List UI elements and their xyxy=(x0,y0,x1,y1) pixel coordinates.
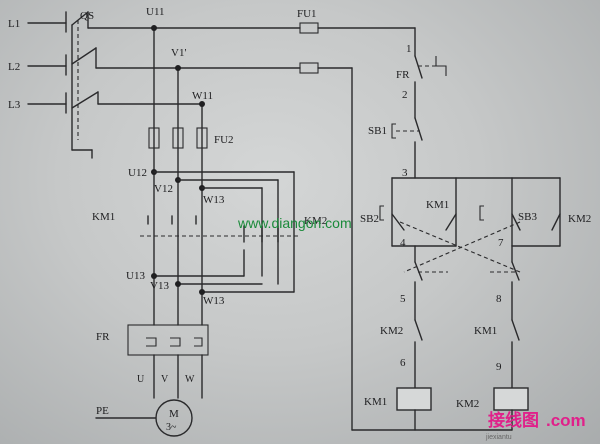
node-1: 1 xyxy=(406,43,412,55)
watermark-site: www.diangon.com xyxy=(237,215,352,231)
label-v13: V13 xyxy=(150,280,169,292)
label-motor-m: M xyxy=(169,408,179,420)
watermark-logo-com: .com xyxy=(546,411,586,430)
watermarks: www.diangon.com 接线图 .com jiexiantu xyxy=(237,215,586,441)
label-km1-main: KM1 xyxy=(92,211,115,223)
label-fu1: FU1 xyxy=(297,8,317,20)
node-3: 3 xyxy=(402,167,408,179)
label-km2-interlock: KM2 xyxy=(380,325,403,337)
label-sb1: SB1 xyxy=(368,125,387,137)
labels: L1 L2 L3 QS U11 V1' W11 FU1 FU2 U12 V12 … xyxy=(8,6,591,433)
label-u: U xyxy=(137,374,145,385)
power-circuit xyxy=(27,11,416,437)
label-sb2: SB2 xyxy=(360,213,379,225)
label-w: W xyxy=(185,374,195,385)
label-w13-top: W13 xyxy=(203,194,225,206)
control-circuit xyxy=(351,27,561,431)
label-km1-coil: KM1 xyxy=(364,396,387,408)
label-l2: L2 xyxy=(8,61,20,73)
node-6: 6 xyxy=(400,357,406,369)
label-sb3: SB3 xyxy=(518,211,537,223)
watermark-logo-sub: jiexiantu xyxy=(485,434,512,441)
node-5: 5 xyxy=(400,293,406,305)
label-km2-main: KM2 xyxy=(304,215,327,227)
label-fu2: FU2 xyxy=(214,134,234,146)
label-motor-3phase: 3~ xyxy=(166,422,177,433)
label-l1: L1 xyxy=(8,18,20,30)
label-v12: V12 xyxy=(154,183,173,195)
label-fr-control: FR xyxy=(396,69,410,81)
label-km2-hold: KM2 xyxy=(568,213,591,225)
node-2: 2 xyxy=(402,89,408,101)
label-km1-interlock: KM1 xyxy=(474,325,497,337)
node-4: 4 xyxy=(400,237,406,249)
watermark-logo: 接线图 xyxy=(488,410,539,430)
label-fr-main: FR xyxy=(96,331,110,343)
label-v11: V1' xyxy=(171,47,186,59)
node-9: 9 xyxy=(496,361,502,373)
label-l3: L3 xyxy=(8,99,21,111)
label-w13-bottom: W13 xyxy=(203,295,225,307)
label-km1-hold: KM1 xyxy=(426,199,449,211)
node-7: 7 xyxy=(498,237,504,249)
label-u13: U13 xyxy=(126,270,145,282)
label-km2-coil: KM2 xyxy=(456,398,479,410)
node-8: 8 xyxy=(496,293,502,305)
label-u12: U12 xyxy=(128,167,147,179)
label-pe: PE xyxy=(96,405,109,417)
label-qs: QS xyxy=(80,10,94,22)
label-w11: W11 xyxy=(192,90,213,102)
label-v: V xyxy=(161,374,169,385)
label-u11: U11 xyxy=(146,6,165,18)
